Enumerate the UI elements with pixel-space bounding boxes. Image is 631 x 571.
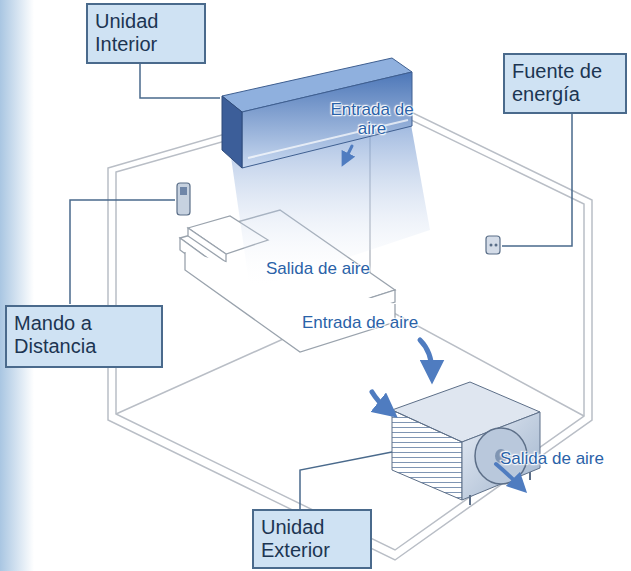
remote-control xyxy=(177,183,190,215)
airflow-label: Entrada de aire xyxy=(285,313,435,332)
callout-text: Mando a Distancia xyxy=(14,312,154,358)
airflow-label: Salida de aire xyxy=(248,259,388,278)
room-outline xyxy=(108,92,592,560)
callout-box: Mando a Distancia xyxy=(5,305,163,368)
power-outlet xyxy=(486,236,500,254)
side-stripe xyxy=(0,0,34,571)
callout-text: Unidad Interior xyxy=(95,10,197,56)
callout-box: Fuente de energía xyxy=(503,53,627,114)
airflow-label: Entrada de aire xyxy=(322,100,422,138)
airflow-label: Salida de aire xyxy=(478,449,626,468)
outdoor-unit xyxy=(392,382,540,505)
callout-box: Unidad Exterior xyxy=(252,509,372,569)
leader-lines xyxy=(70,64,572,509)
callout-text: Unidad Exterior xyxy=(261,516,363,562)
callout-text: Fuente de energía xyxy=(512,60,618,106)
indoor-unit xyxy=(222,58,430,290)
callout-box: Unidad Interior xyxy=(86,3,206,64)
